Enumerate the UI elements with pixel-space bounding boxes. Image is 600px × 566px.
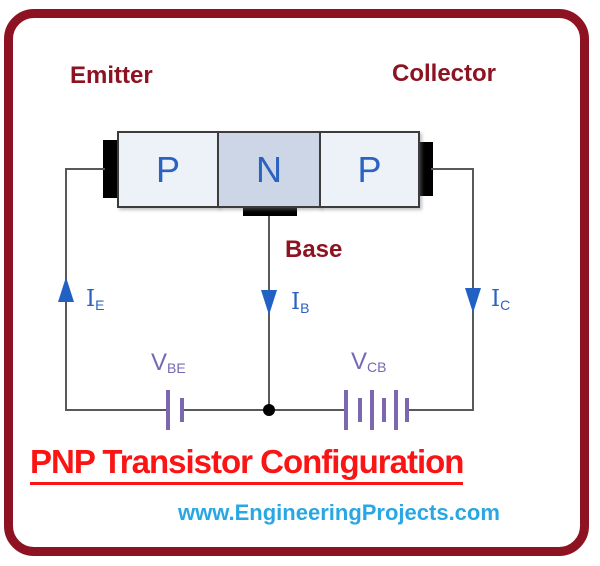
vbe-battery-long-plate bbox=[166, 390, 170, 430]
bottom-wire-right-segment bbox=[409, 409, 474, 411]
emitter-region-letter: P bbox=[155, 148, 180, 190]
emitter-label: Emitter bbox=[70, 62, 153, 89]
base-current-label: IB bbox=[291, 289, 309, 316]
emitter-wire-horizontal bbox=[65, 168, 105, 170]
base-region-letter: N bbox=[256, 148, 282, 190]
bottom-wire-left-segment bbox=[65, 409, 167, 411]
emitter-electrode bbox=[103, 140, 118, 198]
base-current-symbol: I bbox=[291, 289, 301, 315]
vbe-voltage-label: VBE bbox=[151, 349, 186, 377]
vcb-voltage-symbol: V bbox=[351, 348, 368, 375]
vcb-voltage-label: VCB bbox=[351, 348, 386, 376]
collector-label: Collector bbox=[392, 60, 497, 87]
diagram-title: PNP Transistor Configuration bbox=[30, 443, 464, 485]
emitter-current-up-arrow-icon bbox=[58, 277, 74, 302]
collector-current-down-arrow-icon bbox=[465, 288, 481, 313]
emitter-current-label: IE bbox=[86, 286, 104, 313]
collector-current-label: IC bbox=[491, 286, 510, 313]
vbe-voltage-symbol: V bbox=[151, 349, 168, 376]
collector-current-symbol: I bbox=[491, 286, 501, 312]
emitter-current-symbol: I bbox=[86, 286, 96, 312]
vcb-battery-long-plate-3 bbox=[394, 390, 398, 430]
vbe-voltage-subscript: BE bbox=[167, 360, 186, 376]
base-label: Base bbox=[285, 236, 343, 263]
collector-current-subscript: C bbox=[500, 297, 511, 313]
collector-region-letter: P bbox=[357, 148, 382, 190]
collector-wire-horizontal bbox=[431, 168, 474, 170]
vcb-battery-short-plate-2 bbox=[382, 398, 386, 422]
vcb-battery-short-plate-3 bbox=[405, 398, 409, 422]
vcb-battery-long-plate-2 bbox=[370, 390, 374, 430]
collector-p-region: P bbox=[319, 131, 420, 208]
vcb-voltage-subscript: CB bbox=[367, 359, 387, 375]
emitter-p-region: P bbox=[117, 131, 219, 208]
emitter-current-subscript: E bbox=[95, 297, 105, 313]
base-current-down-arrow-icon bbox=[261, 290, 277, 315]
base-n-region: N bbox=[217, 131, 321, 208]
diagram-frame-border bbox=[4, 9, 589, 556]
website-link[interactable]: www.EngineeringProjects.com bbox=[178, 500, 500, 525]
base-electrode bbox=[243, 207, 297, 216]
vcb-battery-short-plate-1 bbox=[358, 398, 362, 422]
base-junction-dot bbox=[263, 404, 275, 416]
vcb-battery-long-plate-1 bbox=[344, 390, 348, 430]
vbe-battery-short-plate bbox=[180, 398, 184, 422]
base-current-subscript: B bbox=[300, 300, 310, 316]
collector-electrode bbox=[418, 142, 433, 196]
